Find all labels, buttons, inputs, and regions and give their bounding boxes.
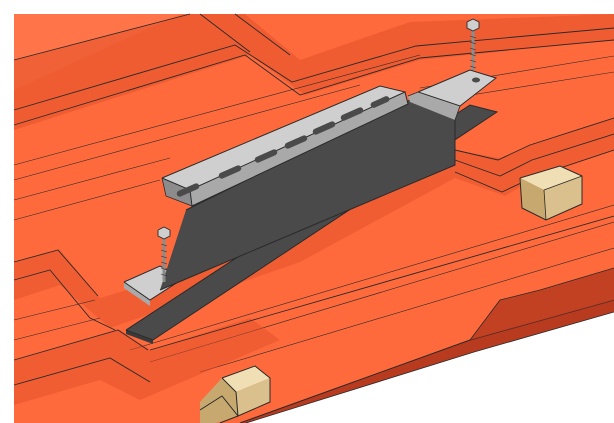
bracket-slot xyxy=(340,107,364,121)
bracket-slot xyxy=(370,96,390,108)
wooden-batten-right xyxy=(519,165,583,221)
bracket-hole xyxy=(472,77,480,83)
bracket-slot xyxy=(176,183,200,197)
screw-left xyxy=(157,226,171,282)
bracket-slot xyxy=(284,135,308,149)
screw-right xyxy=(466,18,480,70)
bracket-slot xyxy=(218,165,242,179)
bracket-slots xyxy=(176,96,390,197)
wooden-batten-left xyxy=(199,365,271,423)
roof-front-edge xyxy=(239,267,614,423)
bracket-slot xyxy=(312,121,336,135)
roof-rib-lower xyxy=(13,215,614,405)
roof-rib-upper xyxy=(13,13,614,130)
bracket-slot xyxy=(254,149,278,163)
roof-rib-middle xyxy=(13,117,614,331)
mounting-bracket xyxy=(123,69,498,306)
